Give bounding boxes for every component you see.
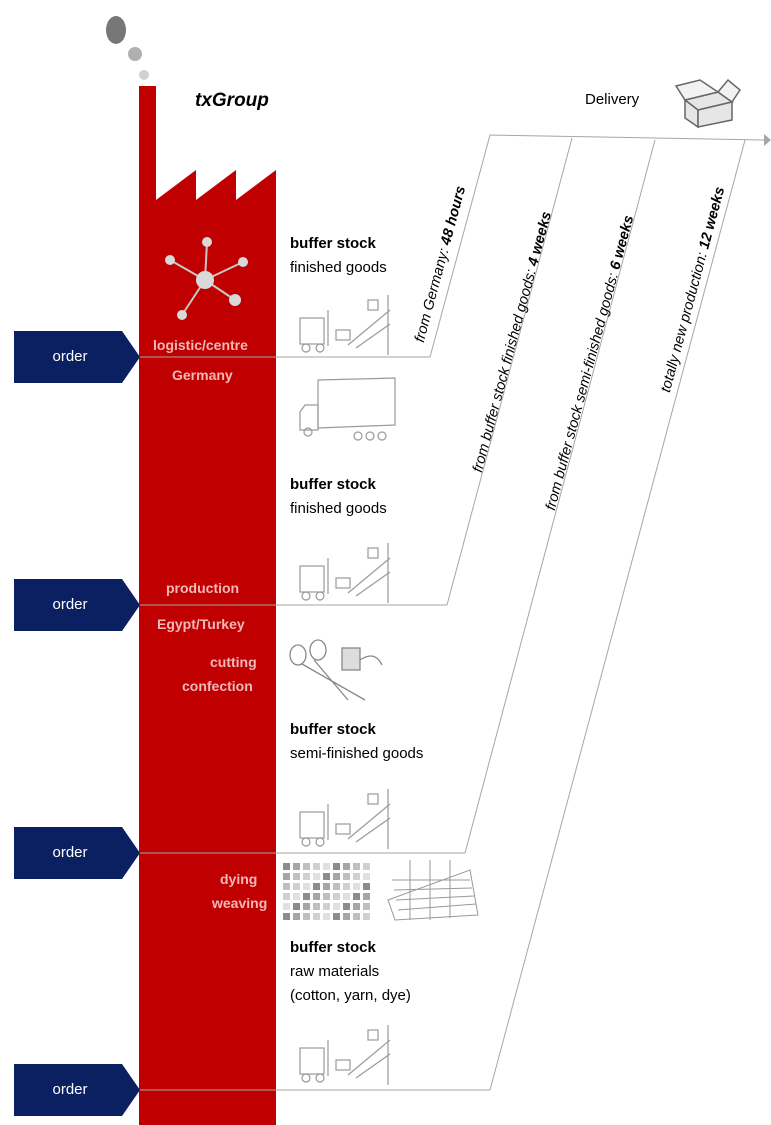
color-swatch-icon <box>283 863 370 920</box>
buffer-stock-3: buffer stock semi-finished goods <box>290 718 423 766</box>
buffer-stock-type: semi-finished goods <box>290 745 424 762</box>
order-button-weaving[interactable]: order <box>14 1064 140 1116</box>
weaving-label: weaving <box>212 895 268 911</box>
dying-label: dying <box>220 871 258 887</box>
germany-label: Germany <box>172 367 233 383</box>
buffer-stock-title: buffer stock <box>290 721 376 738</box>
buffer-stock-title: buffer stock <box>290 476 376 493</box>
logistic-centre-label: logistic/centre <box>153 337 248 353</box>
buffer-stock-title: buffer stock <box>290 939 376 956</box>
buffer-stock-type: raw materials <box>290 963 380 980</box>
forklift-shelf-icon <box>299 1025 391 1085</box>
level-lines <box>139 134 766 1091</box>
factory-chimney <box>139 86 276 1125</box>
order-label: order <box>52 348 88 365</box>
order-label: order <box>52 844 88 861</box>
order-button-logistic[interactable]: order <box>14 331 140 383</box>
buffer-stock-2: buffer stock finished goods <box>290 473 387 521</box>
egypt-turkey-label: Egypt/Turkey <box>157 616 245 632</box>
buffer-stock-type: finished goods <box>290 259 387 276</box>
forklift-shelf-icon <box>299 295 391 355</box>
order-button-production[interactable]: order <box>14 579 140 631</box>
buffer-stock-4: buffer stock raw materials (cotton, yarn… <box>290 936 411 1008</box>
buffer-stock-title: buffer stock <box>290 235 376 252</box>
order-label: order <box>52 1081 88 1098</box>
loom-icon <box>387 860 479 921</box>
truck-icon <box>299 377 396 441</box>
open-box-icon <box>674 78 741 129</box>
cutting-label: cutting <box>210 654 257 670</box>
buffer-stock-type: finished goods <box>290 500 387 517</box>
company-title: txGroup <box>195 90 269 111</box>
smoke-icon <box>106 16 149 80</box>
production-label: production <box>166 580 240 596</box>
forklift-shelf-icon <box>299 789 391 849</box>
buffer-stock-1: buffer stock finished goods <box>290 232 387 280</box>
order-button-cutting[interactable]: order <box>14 827 140 879</box>
network-icon <box>165 237 248 320</box>
order-label: order <box>52 596 88 613</box>
arrow-head-icon <box>764 134 771 146</box>
buffer-stock-contents: (cotton, yarn, dye) <box>290 987 411 1004</box>
forklift-shelf-icon <box>299 543 391 603</box>
delivery-label: Delivery <box>585 91 640 108</box>
confection-label: confection <box>182 678 253 694</box>
scissors-thread-icon <box>289 639 383 701</box>
